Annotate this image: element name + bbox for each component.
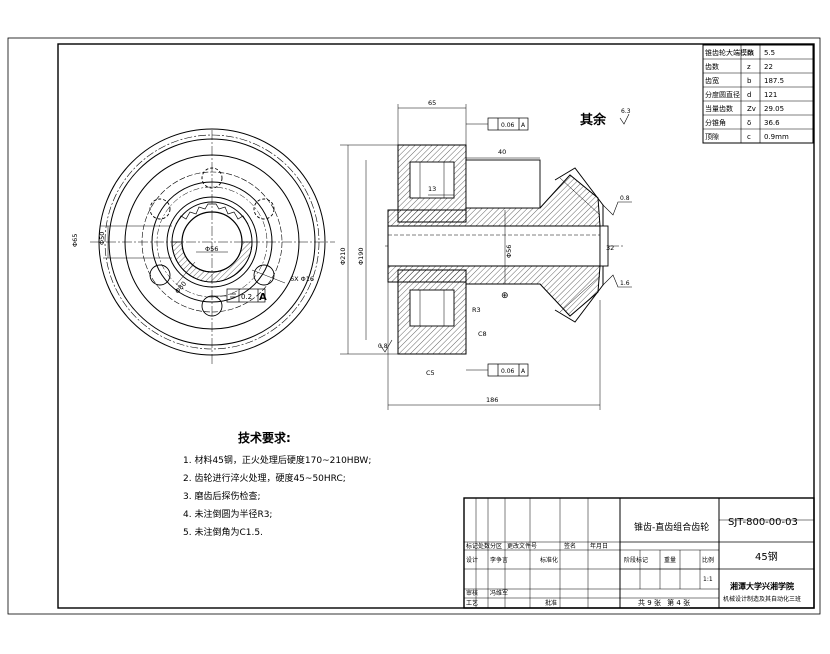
param-symbol: Zv xyxy=(747,105,756,113)
dim-65: 65 xyxy=(428,99,436,107)
stage-label: 阶段标记 xyxy=(624,556,648,564)
row-label-count: 处数 xyxy=(478,542,490,550)
dim-186: 186 xyxy=(486,396,498,404)
dim-c8: C8 xyxy=(478,330,487,338)
roughness-right-bottom: 1.6 xyxy=(620,280,630,287)
param-symbol: m xyxy=(747,49,754,57)
position-symbol: ⊕ xyxy=(501,291,509,301)
row-label-mark: 标记 xyxy=(466,542,478,550)
approve-label: 批准 xyxy=(545,599,557,607)
dim-r: R3 xyxy=(472,306,481,314)
dim-40: 40 xyxy=(498,148,506,156)
param-symbol: z xyxy=(747,63,751,71)
inner-border xyxy=(57,43,815,609)
tech-item: 2. 齿轮进行淬火处理，硬度45~50HRC; xyxy=(183,472,346,484)
param-value: 187.5 xyxy=(764,77,784,85)
drawing-number: SJT-800-00-03 xyxy=(728,517,798,528)
material: 45钢 xyxy=(755,550,778,563)
tech-title: 技术要求: xyxy=(238,430,291,445)
datum-bottom: A xyxy=(521,368,526,375)
dim-bore: Φ56 xyxy=(505,245,513,258)
scale-value: 1:1 xyxy=(703,576,713,583)
design-label: 设计 xyxy=(466,556,478,564)
tech-item: 4. 未注倒圆为半径R3; xyxy=(183,508,272,520)
param-value: 36.6 xyxy=(764,119,780,127)
param-symbol: b xyxy=(747,77,752,85)
dim-phi-a: Φ210 xyxy=(339,247,347,265)
reviewer-name: 冯维军 xyxy=(490,589,508,597)
tech-item: 1. 材料45钢，正火处理后硬度170~210HBW; xyxy=(183,454,371,466)
remaining-roughness-label: 其余 xyxy=(580,112,607,128)
datum-top: A xyxy=(521,122,526,129)
std-label: 标准化 xyxy=(540,556,558,564)
roughness-right-top: 0.8 xyxy=(620,195,630,202)
tech-item: 3. 磨齿后探伤检查; xyxy=(183,490,260,502)
dim-left-keyway: Φ65 xyxy=(71,234,79,247)
school: 湘潭大学兴湘学院 xyxy=(730,581,794,591)
param-name: 顶隙 xyxy=(705,132,719,141)
dim-hub-dia: Φ80 xyxy=(173,280,188,295)
dim-hub-bore: Φ56 xyxy=(205,245,218,253)
dim-32: 32 xyxy=(606,244,614,252)
param-name: 当量齿数 xyxy=(705,104,733,113)
outer-border xyxy=(7,37,821,615)
weight-label: 重量 xyxy=(664,556,676,564)
row-label-sign: 签名 xyxy=(564,542,576,550)
row-label-date: 年月日 xyxy=(590,542,608,550)
dim-phi-b: Φ190 xyxy=(357,247,365,265)
param-value: 0.9mm xyxy=(764,133,789,141)
tolerance-value: 0.2 xyxy=(241,293,252,301)
param-name: 锥齿轮大端模数 xyxy=(705,48,754,57)
designer-name: 李争言 xyxy=(490,556,508,564)
param-name: 分度圆直径 xyxy=(705,90,740,99)
roughness-left: 0.8 xyxy=(378,343,388,350)
dim-left-phi: Φ50 xyxy=(98,232,106,245)
part-name: 锥齿-直齿组合齿轮 xyxy=(634,521,709,533)
param-name: 齿宽 xyxy=(705,76,719,85)
dim-bolt-holes: 6X Φ16 xyxy=(290,275,314,283)
param-value: 121 xyxy=(764,91,777,99)
param-symbol: c xyxy=(747,133,751,141)
section-view xyxy=(340,104,632,410)
datum-label: A xyxy=(259,292,267,303)
title-block xyxy=(463,497,815,609)
dim-c5: C5 xyxy=(426,369,435,377)
row-label-zone: 分区 xyxy=(490,542,502,550)
project: 机械设计制造及其自动化三班 xyxy=(723,595,801,603)
runout-value-bottom: 0.06 xyxy=(501,368,515,375)
front-view xyxy=(90,128,335,365)
remaining-roughness-value: 6.3 xyxy=(621,108,631,115)
param-symbol: δ xyxy=(747,119,751,127)
param-value: 29.05 xyxy=(764,105,784,113)
scale-label: 比例 xyxy=(702,556,714,564)
sheet-count: 共 9 张 第 4 张 xyxy=(638,598,690,607)
param-symbol: d xyxy=(747,91,751,99)
process-label: 工艺 xyxy=(466,599,478,607)
review-label: 审核 xyxy=(466,589,478,597)
row-label-change: 更改文件号 xyxy=(507,542,537,550)
param-name: 分锥角 xyxy=(705,118,726,127)
dim-13: 13 xyxy=(428,185,436,193)
param-value: 22 xyxy=(764,63,773,71)
tech-item: 5. 未注倒角为C1.5. xyxy=(183,526,263,538)
runout-value-top: 0.06 xyxy=(501,122,515,129)
param-name: 齿数 xyxy=(705,62,719,71)
tech-requirements: 1. 材料45钢，正火处理后硬度170~210HBW; 2. 齿轮进行淬火处理，硬… xyxy=(183,454,371,538)
param-value: 5.5 xyxy=(764,49,775,57)
